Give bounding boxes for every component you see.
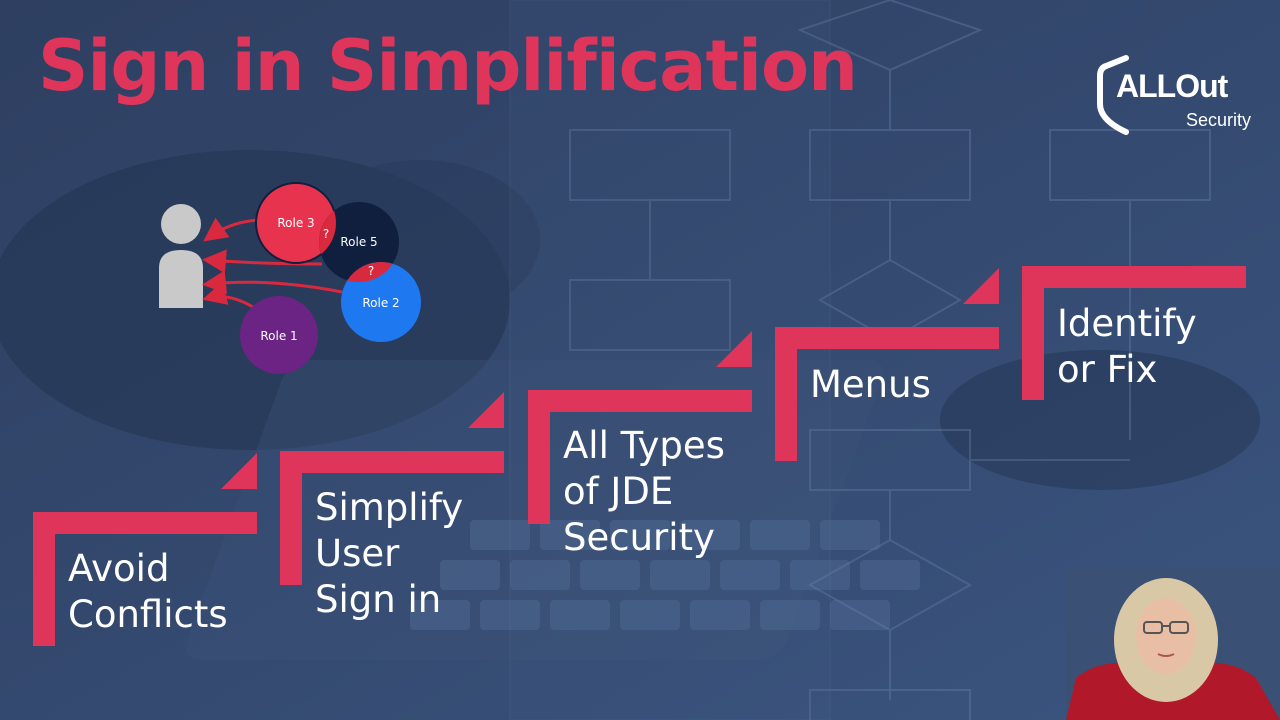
step-5-bracket	[1022, 266, 1246, 400]
role-5-circle: Role 5	[319, 202, 399, 282]
role-3-circle: Role 3	[255, 182, 337, 264]
step-1-label: Avoid Conflicts	[68, 546, 228, 638]
step-5-line: Identify	[1057, 302, 1197, 345]
conflict-marker: ?	[323, 227, 329, 241]
step-1-line: Conflicts	[68, 593, 228, 636]
slide-title: Sign in Simplification	[38, 25, 858, 107]
step-2-bracket	[280, 392, 504, 585]
step-1-bracket	[33, 453, 257, 646]
step-3-bracket	[528, 331, 752, 524]
step-4-label: Menus	[810, 362, 931, 408]
step-5-line: or Fix	[1057, 348, 1158, 391]
arrow-role5-to-user	[202, 249, 323, 274]
step-3-label: All Types of JDE Security	[563, 423, 725, 561]
step-2-label: Simplify User Sign in	[315, 485, 463, 623]
arrow-role3-to-user	[203, 217, 259, 242]
shield-icon	[1097, 55, 1129, 135]
role-2-label: Role 2	[362, 296, 399, 310]
step-3-line: Security	[563, 516, 715, 559]
step-5-label: Identify or Fix	[1057, 301, 1197, 393]
logo-subtitle: Security	[1186, 110, 1252, 130]
allout-security-logo: ALLOut Security	[1096, 54, 1266, 136]
step-3-line: of JDE	[563, 470, 674, 513]
logo-wordmark: ALLOut	[1116, 68, 1228, 104]
presenter-video	[1066, 568, 1280, 720]
role-2-circle: Role 2	[341, 262, 421, 342]
step-2-line: User	[315, 532, 400, 575]
step-3-line: All Types	[563, 424, 725, 467]
step-4-line: Menus	[810, 363, 931, 406]
role-3-label: Role 3	[277, 216, 314, 230]
step-2-line: Sign in	[315, 578, 442, 621]
step-2-line: Simplify	[315, 486, 464, 529]
role-1-label: Role 1	[260, 329, 297, 343]
step-4-bracket	[775, 268, 999, 461]
roles-diagram: Role 3 Role 5 Role 2 ? ? Role 1	[150, 180, 440, 385]
step-1-line: Avoid	[68, 547, 170, 590]
conflict-marker: ?	[368, 264, 374, 278]
role-5-label: Role 5	[340, 235, 377, 249]
user-icon	[159, 204, 203, 308]
role-1-circle: Role 1	[240, 296, 318, 374]
